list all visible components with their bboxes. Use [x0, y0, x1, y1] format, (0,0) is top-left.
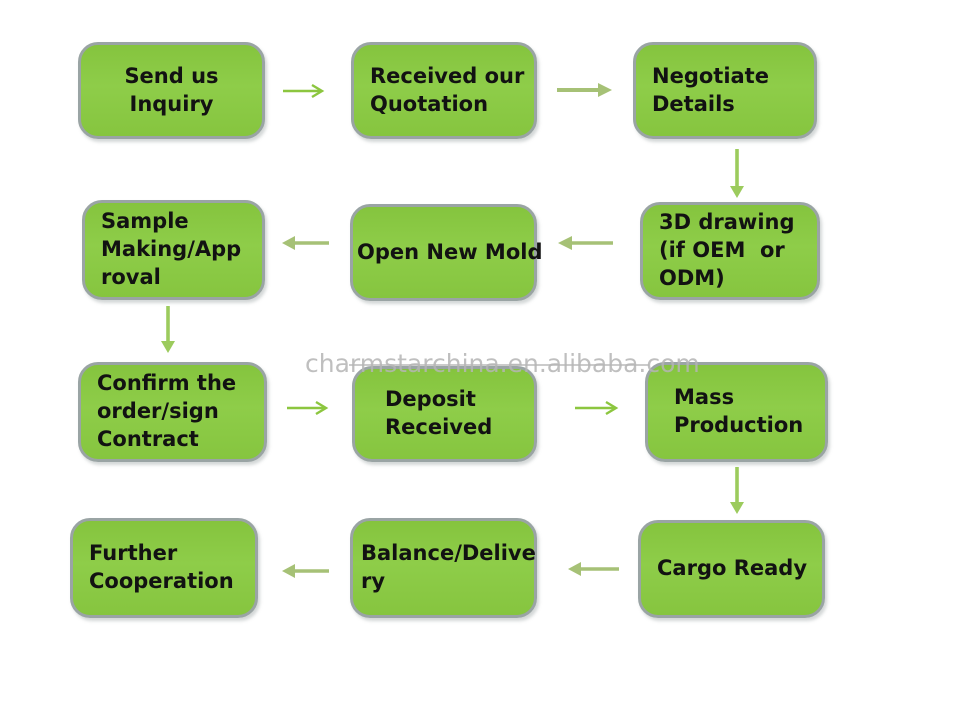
node-label: Send us Inquiry [124, 63, 219, 116]
node-sample-making-approval: Sample Making/App roval [82, 200, 265, 300]
node-label: Mass Production [674, 385, 804, 437]
arrow-down-icon [161, 306, 175, 353]
node-open-new-mold: Open New Mold [350, 204, 542, 301]
node-label: Further Cooperation [89, 541, 234, 593]
node-further-cooperation: Further Cooperation [70, 518, 258, 618]
node-label: Cargo Ready [657, 556, 808, 581]
node-label: Received our Quotation [370, 63, 525, 116]
node-label: Open New Mold [357, 239, 543, 264]
arrow-right-icon [557, 83, 612, 97]
arrow-left-icon [282, 236, 329, 250]
node-received-our-quotation: Received our Quotation [351, 42, 537, 139]
node-label: Negotiate Details [652, 63, 769, 116]
node-send-us-inquiry: Send us Inquiry [78, 42, 265, 139]
node-label: Confirm the order/sign Contract [97, 371, 237, 451]
arrow-right-icon [287, 400, 329, 416]
arrow-down-icon [730, 467, 744, 514]
node-label: 3D drawing (if OEM or ODM) [659, 210, 795, 290]
watermark-text: charmstarchina.en.alibaba.com [305, 349, 700, 378]
arrow-right-icon [575, 400, 619, 416]
node-confirm-order: Confirm the order/sign Contract [78, 362, 267, 462]
node-three-d-drawing: 3D drawing (if OEM or ODM) [640, 202, 820, 300]
node-deposit-received: Deposit Received [352, 366, 537, 462]
arrow-left-icon [568, 562, 619, 576]
watermark-strike-line [349, 364, 649, 366]
arrow-left-icon [558, 236, 613, 250]
node-mass-production: Mass Production [645, 362, 828, 462]
arrow-left-icon [282, 564, 329, 578]
node-label: Deposit Received [385, 387, 493, 439]
arrow-down-icon [730, 149, 744, 198]
node-balance-delivery: Balance/Delive ry [350, 518, 537, 618]
node-negotiate-details: Negotiate Details [633, 42, 817, 139]
node-cargo-ready: Cargo Ready [638, 520, 825, 618]
arrow-right-icon [283, 83, 325, 99]
node-label: Balance/Delive ry [361, 541, 536, 593]
node-label: Sample Making/App roval [101, 209, 242, 289]
